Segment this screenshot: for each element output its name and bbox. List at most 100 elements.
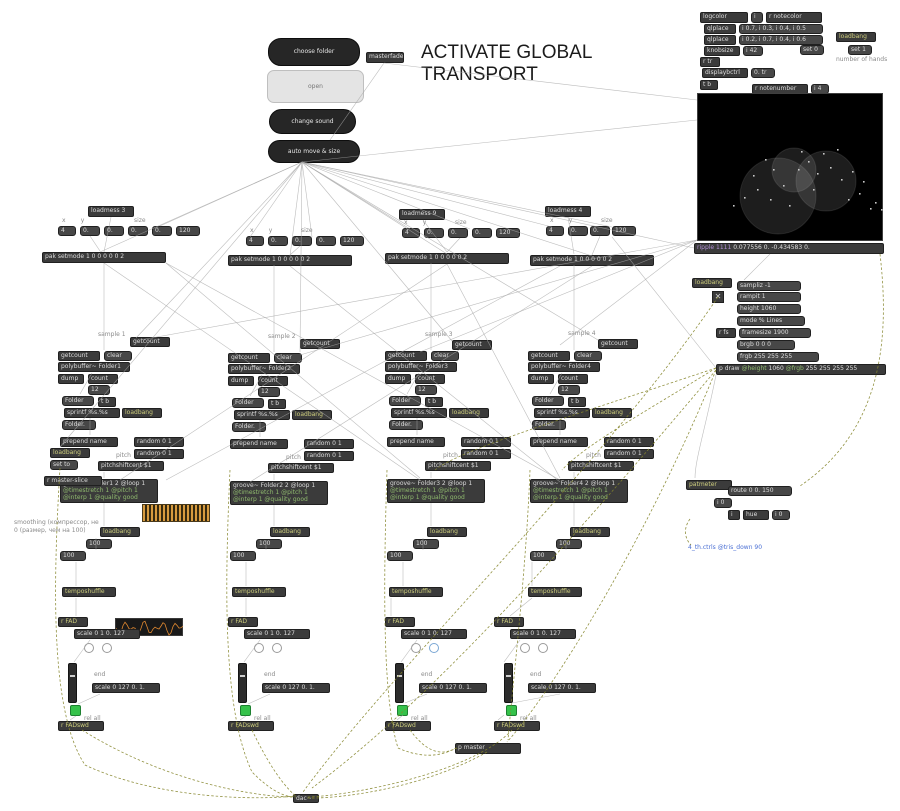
object-box[interactable]: random 0 1 (461, 449, 511, 459)
message-box[interactable]: Folder. (532, 420, 566, 430)
object-box[interactable]: loadbang (570, 527, 610, 537)
object-box[interactable]: knobsize (704, 46, 740, 56)
message-box[interactable]: 100 (556, 539, 582, 549)
gain-slider[interactable] (68, 663, 77, 703)
message-box[interactable]: 0. (292, 236, 312, 246)
object-box[interactable]: loadbang (100, 527, 140, 537)
object-box[interactable]: temposhuffle (528, 587, 582, 597)
object-box[interactable]: random 0 1 (604, 437, 654, 447)
dac-object[interactable]: dac~ (293, 794, 319, 803)
message-box[interactable]: clear (274, 353, 302, 363)
groove-object[interactable]: groove~ Folder2 2 @loop 1@timestretch 1 … (230, 481, 328, 505)
object-box[interactable]: t b (268, 399, 286, 409)
ripple-object[interactable]: ripple 1111 0.077556 0. -0.434583 0. (694, 243, 884, 254)
object-box[interactable]: patmeter (686, 480, 732, 490)
message-box[interactable]: 0. (104, 226, 124, 236)
object-box[interactable]: polybuffer~ Folder2 (228, 364, 300, 374)
message-box[interactable]: 0. (448, 228, 468, 238)
message-box[interactable]: 100 (60, 551, 86, 561)
dial-icon[interactable] (520, 643, 530, 653)
message-box[interactable]: Folder. (62, 420, 96, 430)
object-box[interactable]: scale 0 127 0. 1. (262, 683, 330, 693)
object-box[interactable]: random 0 1 (304, 451, 354, 461)
object-box[interactable]: prepend name (530, 437, 588, 447)
pak-setmode-object[interactable]: pak setmode 1 0 0 0 0 0 2 (385, 253, 509, 264)
message-box[interactable]: sampliz -1 (737, 281, 801, 291)
object-box[interactable]: random 0 1 (461, 437, 511, 447)
object-box[interactable]: polybuffer~ Folder3 (385, 362, 457, 372)
message-box[interactable]: i 42 (743, 46, 763, 56)
object-box[interactable]: sprintf %s.%s (64, 408, 120, 418)
object-box[interactable]: polybuffer~ Folder1 (58, 362, 130, 372)
message-box[interactable]: 12 (558, 385, 580, 395)
object-box[interactable]: loadbang (592, 408, 632, 418)
logcolor-object[interactable]: logcolor (700, 12, 748, 23)
master-object[interactable]: p master (455, 743, 521, 754)
object-box[interactable]: loadbang (292, 410, 332, 420)
message-box[interactable]: i 0.7, i 0.3, i 0.4, i 0.5 (739, 24, 823, 34)
object-box[interactable]: r FADswd (228, 721, 274, 731)
toggle-on[interactable] (397, 705, 408, 716)
message-box[interactable]: 4 (246, 236, 264, 246)
message-box[interactable]: Folder. (389, 420, 423, 430)
object-box[interactable]: r FADswd (494, 721, 540, 731)
object-box[interactable]: getcount (300, 339, 340, 349)
message-box[interactable]: clear (431, 351, 459, 361)
message-box[interactable]: 100 (86, 539, 112, 549)
toggle-on[interactable] (70, 705, 81, 716)
object-box[interactable]: dump (58, 374, 84, 384)
object-box[interactable]: r tr (700, 57, 720, 67)
message-box[interactable]: clear (574, 351, 602, 361)
object-box[interactable]: r FADswd (58, 721, 104, 731)
message-box[interactable]: 100 (387, 551, 413, 561)
slider-thumb[interactable] (240, 674, 245, 677)
message-box[interactable]: 12 (88, 385, 110, 395)
slider-thumb[interactable] (506, 674, 511, 677)
object-box[interactable]: r FAD (228, 617, 258, 627)
object-box[interactable]: random 0 1 (134, 437, 184, 447)
message-box[interactable]: 0. (316, 236, 336, 246)
message-box[interactable]: Folder (232, 398, 264, 408)
pak-setmode-object[interactable]: pak setmode 1 0 0 0 0 0 2 (530, 255, 654, 266)
message-box[interactable]: 100 (413, 539, 439, 549)
slider-thumb[interactable] (397, 674, 402, 677)
object-box[interactable]: getcount (385, 351, 427, 361)
object-box[interactable]: r FAD (58, 617, 88, 627)
object-box[interactable]: count (258, 376, 288, 386)
message-box[interactable]: i 0 (714, 498, 732, 508)
message-box[interactable]: 100 (530, 551, 556, 561)
object-box[interactable]: scale 0 1 0. 127 (401, 629, 467, 639)
message-box[interactable]: 0. (128, 226, 148, 236)
object-box[interactable]: scale 0 1 0. 127 (244, 629, 310, 639)
message-box[interactable]: Folder. (232, 422, 266, 432)
object-box[interactable]: prepend name (387, 437, 445, 447)
message-box[interactable]: Folder (389, 396, 421, 406)
object-box[interactable]: polybuffer~ Folder4 (528, 362, 600, 372)
message-box[interactable]: 120 (176, 226, 200, 236)
message-box[interactable]: 4 (546, 226, 564, 236)
object-box[interactable]: t b (568, 397, 586, 407)
object-box[interactable]: r FAD (385, 617, 415, 627)
dial-icon[interactable] (411, 643, 421, 653)
message-box[interactable]: 0. (590, 226, 610, 236)
object-box[interactable]: dump (385, 374, 411, 384)
object-box[interactable]: sprintf %s.%s (234, 410, 290, 420)
object-box[interactable]: getcount (452, 340, 492, 350)
object-box[interactable]: r FADswd (385, 721, 431, 731)
object-box[interactable]: scale 0 1 0. 127 (510, 629, 576, 639)
object-box[interactable]: i (728, 510, 740, 520)
object-box[interactable]: temposhuffle (62, 587, 116, 597)
object-box[interactable]: scale 0 127 0. 1. (528, 683, 596, 693)
message-box[interactable]: 100 (256, 539, 282, 549)
object-box[interactable]: hue (743, 510, 769, 520)
masterfader-object[interactable]: masterfader (366, 52, 404, 63)
object-box[interactable]: sprintf %s.%s (534, 408, 590, 418)
object-box[interactable]: dump (228, 376, 254, 386)
slider-thumb[interactable] (70, 674, 75, 677)
object-box[interactable]: loadmess 4 (545, 206, 591, 217)
gain-slider[interactable] (504, 663, 513, 703)
message-box[interactable]: frgb 255 255 255 (737, 352, 819, 362)
object-box[interactable]: temposhuffle (232, 587, 286, 597)
message-box[interactable]: route 0 0. 150 (728, 486, 792, 496)
